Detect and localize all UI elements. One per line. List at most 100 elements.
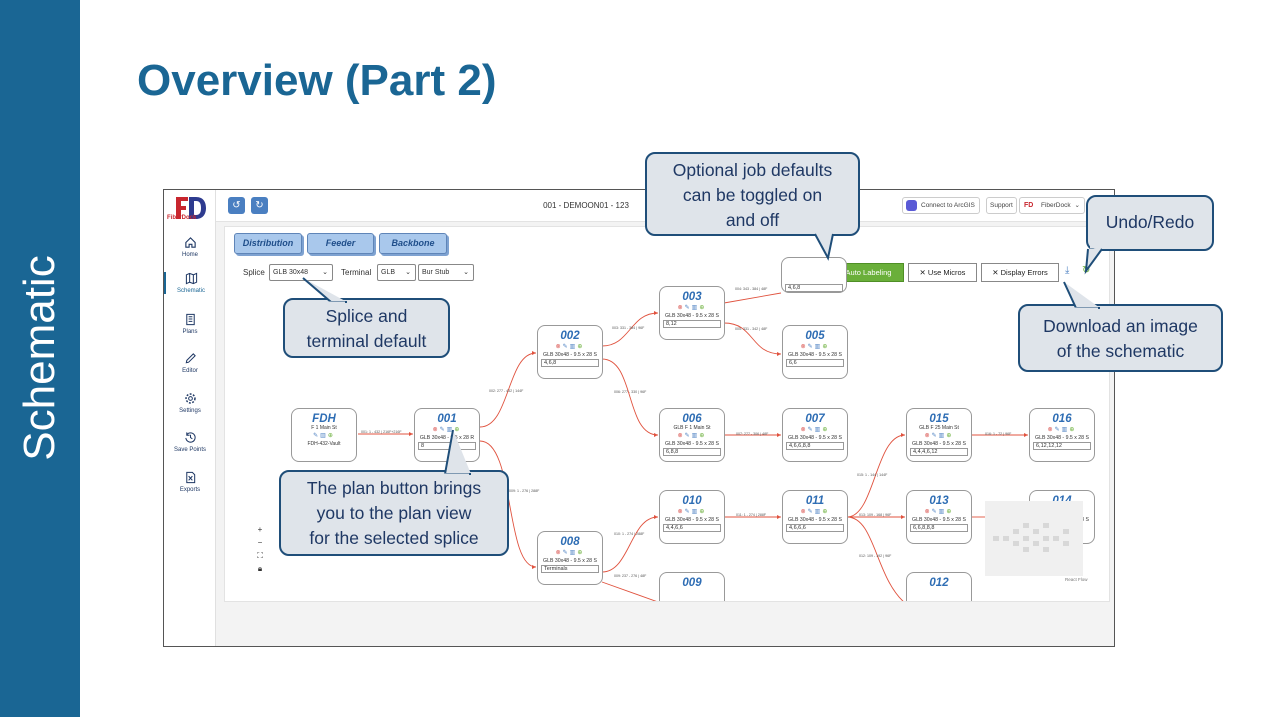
splice-node-006[interactable]: 006 GLB F 1 Main St ⊗✎▥⊕ GLB 30x48 - 9.5… [659, 408, 725, 462]
user-menu-button[interactable]: FD FiberDock ⌄ [1019, 197, 1085, 214]
edit-icon[interactable]: ✎ [684, 305, 692, 311]
edit-icon[interactable]: ✎ [439, 427, 447, 433]
tab-distribution[interactable]: Distribution [234, 233, 302, 254]
delete-icon[interactable]: ⊗ [555, 550, 563, 556]
add-icon[interactable]: ⊕ [577, 344, 585, 350]
sidebar-item-editor[interactable]: Editor [164, 352, 216, 374]
edit-icon[interactable]: ✎ [562, 344, 570, 350]
delete-icon[interactable]: ⊗ [1047, 427, 1055, 433]
edit-icon[interactable]: ✎ [807, 509, 815, 515]
add-icon[interactable]: ⊕ [699, 509, 707, 515]
delete-icon[interactable]: ⊗ [924, 433, 932, 439]
splice-node-016[interactable]: 016 ⊗✎▥⊕ GLB 30x48 - 9.5 x 28 S 6,12,12,… [1029, 408, 1095, 462]
plan-map-icon[interactable]: ▥ [446, 427, 455, 433]
splice-node-007[interactable]: 007 ⊗✎▥⊕ GLB 30x48 - 9.5 x 28 S 4,6,6,8,… [782, 408, 848, 462]
plan-map-icon[interactable]: ▥ [691, 509, 700, 515]
edit-icon[interactable]: ✎ [807, 344, 815, 350]
splice-node-001[interactable]: 001 ⊗✎▥⊕ GLB 30x48 - 9.5 x 28 R 8 [414, 408, 480, 462]
edit-icon[interactable]: ✎ [1054, 427, 1062, 433]
edge-label: 001: 1 - 432 | 216F+216F [361, 430, 402, 434]
sidebar-item-settings[interactable]: Settings [164, 392, 216, 414]
terminal-select[interactable]: GLB⌄ [377, 264, 416, 281]
add-icon[interactable]: ⊕ [946, 433, 954, 439]
splice-node-012[interactable]: 012 [906, 572, 972, 601]
delete-icon[interactable]: ⊗ [924, 509, 932, 515]
display-errors-button[interactable]: ✕ Display Errors [981, 263, 1059, 282]
splice-node-005[interactable]: 005 ⊗✎▥⊕ GLB 30x48 - 9.5 x 28 S 6,6 [782, 325, 848, 379]
tab-backbone[interactable]: Backbone [379, 233, 447, 254]
node-actions: ⊗✎▥⊕ [783, 508, 847, 517]
splice-node-008[interactable]: 008 ⊗✎▥⊕ GLB 30x48 - 9.5 x 28 S Terminal… [537, 531, 603, 585]
delete-icon[interactable]: ⊗ [677, 305, 685, 311]
map-icon [185, 272, 197, 285]
add-icon[interactable]: ⊕ [822, 509, 830, 515]
splice-node-009[interactable]: 009 [659, 572, 725, 601]
delete-icon[interactable]: ⊗ [432, 427, 440, 433]
splice-node-010[interactable]: 010 ⊗✎▥⊕ GLB 30x48 - 9.5 x 28 S 4,4,6,6 [659, 490, 725, 544]
splice-node-015[interactable]: 015 GLB F 25 Main St ⊗✎▥⊕ GLB 30x48 - 9.… [906, 408, 972, 462]
edit-icon[interactable]: ✎ [684, 433, 692, 439]
edit-icon[interactable]: ✎ [931, 433, 939, 439]
zoom-in-button[interactable]: + [257, 525, 263, 534]
callout-line: Optional job defaults [672, 160, 833, 180]
plan-map-icon[interactable]: ▥ [691, 433, 700, 439]
terminal-type-select[interactable]: Bur Stub⌄ [418, 264, 474, 281]
splice-select[interactable]: GLB 30x48⌄ [269, 264, 333, 281]
splice-node-003[interactable]: 003 ⊗✎▥⊕ GLB 30x48 - 9.5 x 28 S 8,12 [659, 286, 725, 340]
tab-feeder[interactable]: Feeder [307, 233, 374, 254]
add-icon[interactable]: ⊕ [699, 433, 707, 439]
sidebar-item-plans[interactable]: Plans [164, 313, 216, 335]
delete-icon[interactable]: ⊗ [800, 344, 808, 350]
plan-map-icon[interactable]: ▥ [938, 433, 947, 439]
sidebar-item-save-points[interactable]: Save Points [164, 431, 216, 453]
plan-map-icon[interactable]: ▥ [814, 427, 823, 433]
download-icon[interactable]: ⤓ [1065, 265, 1070, 276]
lock-icon[interactable]: 🔒︎ [257, 564, 263, 573]
terminal-type-value: Bur Stub [422, 269, 450, 276]
plan-map-icon[interactable]: ▥ [320, 433, 328, 439]
delete-icon[interactable]: ⊗ [677, 433, 685, 439]
add-icon[interactable]: ⊕ [327, 433, 335, 439]
edit-icon[interactable]: ✎ [313, 433, 321, 439]
sidebar-item-home[interactable]: Home [164, 236, 216, 258]
plan-map-icon[interactable]: ▥ [569, 344, 578, 350]
edit-icon[interactable]: ✎ [684, 509, 692, 515]
add-icon[interactable]: ⊕ [1069, 427, 1077, 433]
add-icon[interactable]: ⊕ [699, 305, 707, 311]
add-icon[interactable]: ⊕ [946, 509, 954, 515]
zoom-out-button[interactable]: − [257, 538, 263, 547]
splice-node-fdh[interactable]: FDH F 1 Main St ✎▥⊕ FDH-432-Vault [291, 408, 357, 462]
undo-button[interactable]: ↺ [228, 197, 245, 214]
plan-map-icon[interactable]: ▥ [814, 344, 823, 350]
splice-node-002[interactable]: 002 ⊗✎▥⊕ GLB 30x48 - 9.5 x 28 S 4,6,8 [537, 325, 603, 379]
sidebar-item-schematic[interactable]: Schematic [164, 272, 216, 294]
plan-map-icon[interactable]: ▥ [938, 509, 947, 515]
add-icon[interactable]: ⊕ [454, 427, 462, 433]
splice-node-004[interactable]: 4,6,8 [781, 257, 847, 293]
splice-node-011[interactable]: 011 ⊗✎▥⊕ GLB 30x48 - 9.5 x 28 S 4,6,6,6 [782, 490, 848, 544]
minimap[interactable] [985, 501, 1083, 576]
react-flow-attribution[interactable]: React Flow [1065, 577, 1088, 582]
delete-icon[interactable]: ⊗ [800, 427, 808, 433]
plan-map-icon[interactable]: ▥ [691, 305, 700, 311]
plan-map-icon[interactable]: ▥ [1061, 427, 1070, 433]
add-icon[interactable]: ⊕ [577, 550, 585, 556]
add-icon[interactable]: ⊕ [822, 344, 830, 350]
support-button[interactable]: Support [986, 197, 1017, 214]
edit-icon[interactable]: ✎ [807, 427, 815, 433]
sidebar-item-exports[interactable]: Exports [164, 471, 216, 493]
fit-view-icon[interactable]: ⛶ [257, 551, 263, 560]
splice-node-013[interactable]: 013 ⊗✎▥⊕ GLB 30x48 - 9.5 x 28 S 6,6,8,8,… [906, 490, 972, 544]
plan-map-icon[interactable]: ▥ [569, 550, 578, 556]
use-micros-button[interactable]: ✕ Use Micros [908, 263, 977, 282]
delete-icon[interactable]: ⊗ [555, 344, 563, 350]
plan-map-icon[interactable]: ▥ [814, 509, 823, 515]
edit-icon[interactable]: ✎ [562, 550, 570, 556]
callout-line: terminal default [306, 331, 427, 351]
redo-button[interactable]: ↻ [251, 197, 268, 214]
add-icon[interactable]: ⊕ [822, 427, 830, 433]
delete-icon[interactable]: ⊗ [800, 509, 808, 515]
connect-arcgis-button[interactable]: Connect to ArcGIS [902, 197, 980, 214]
edit-icon[interactable]: ✎ [931, 509, 939, 515]
delete-icon[interactable]: ⊗ [677, 509, 685, 515]
